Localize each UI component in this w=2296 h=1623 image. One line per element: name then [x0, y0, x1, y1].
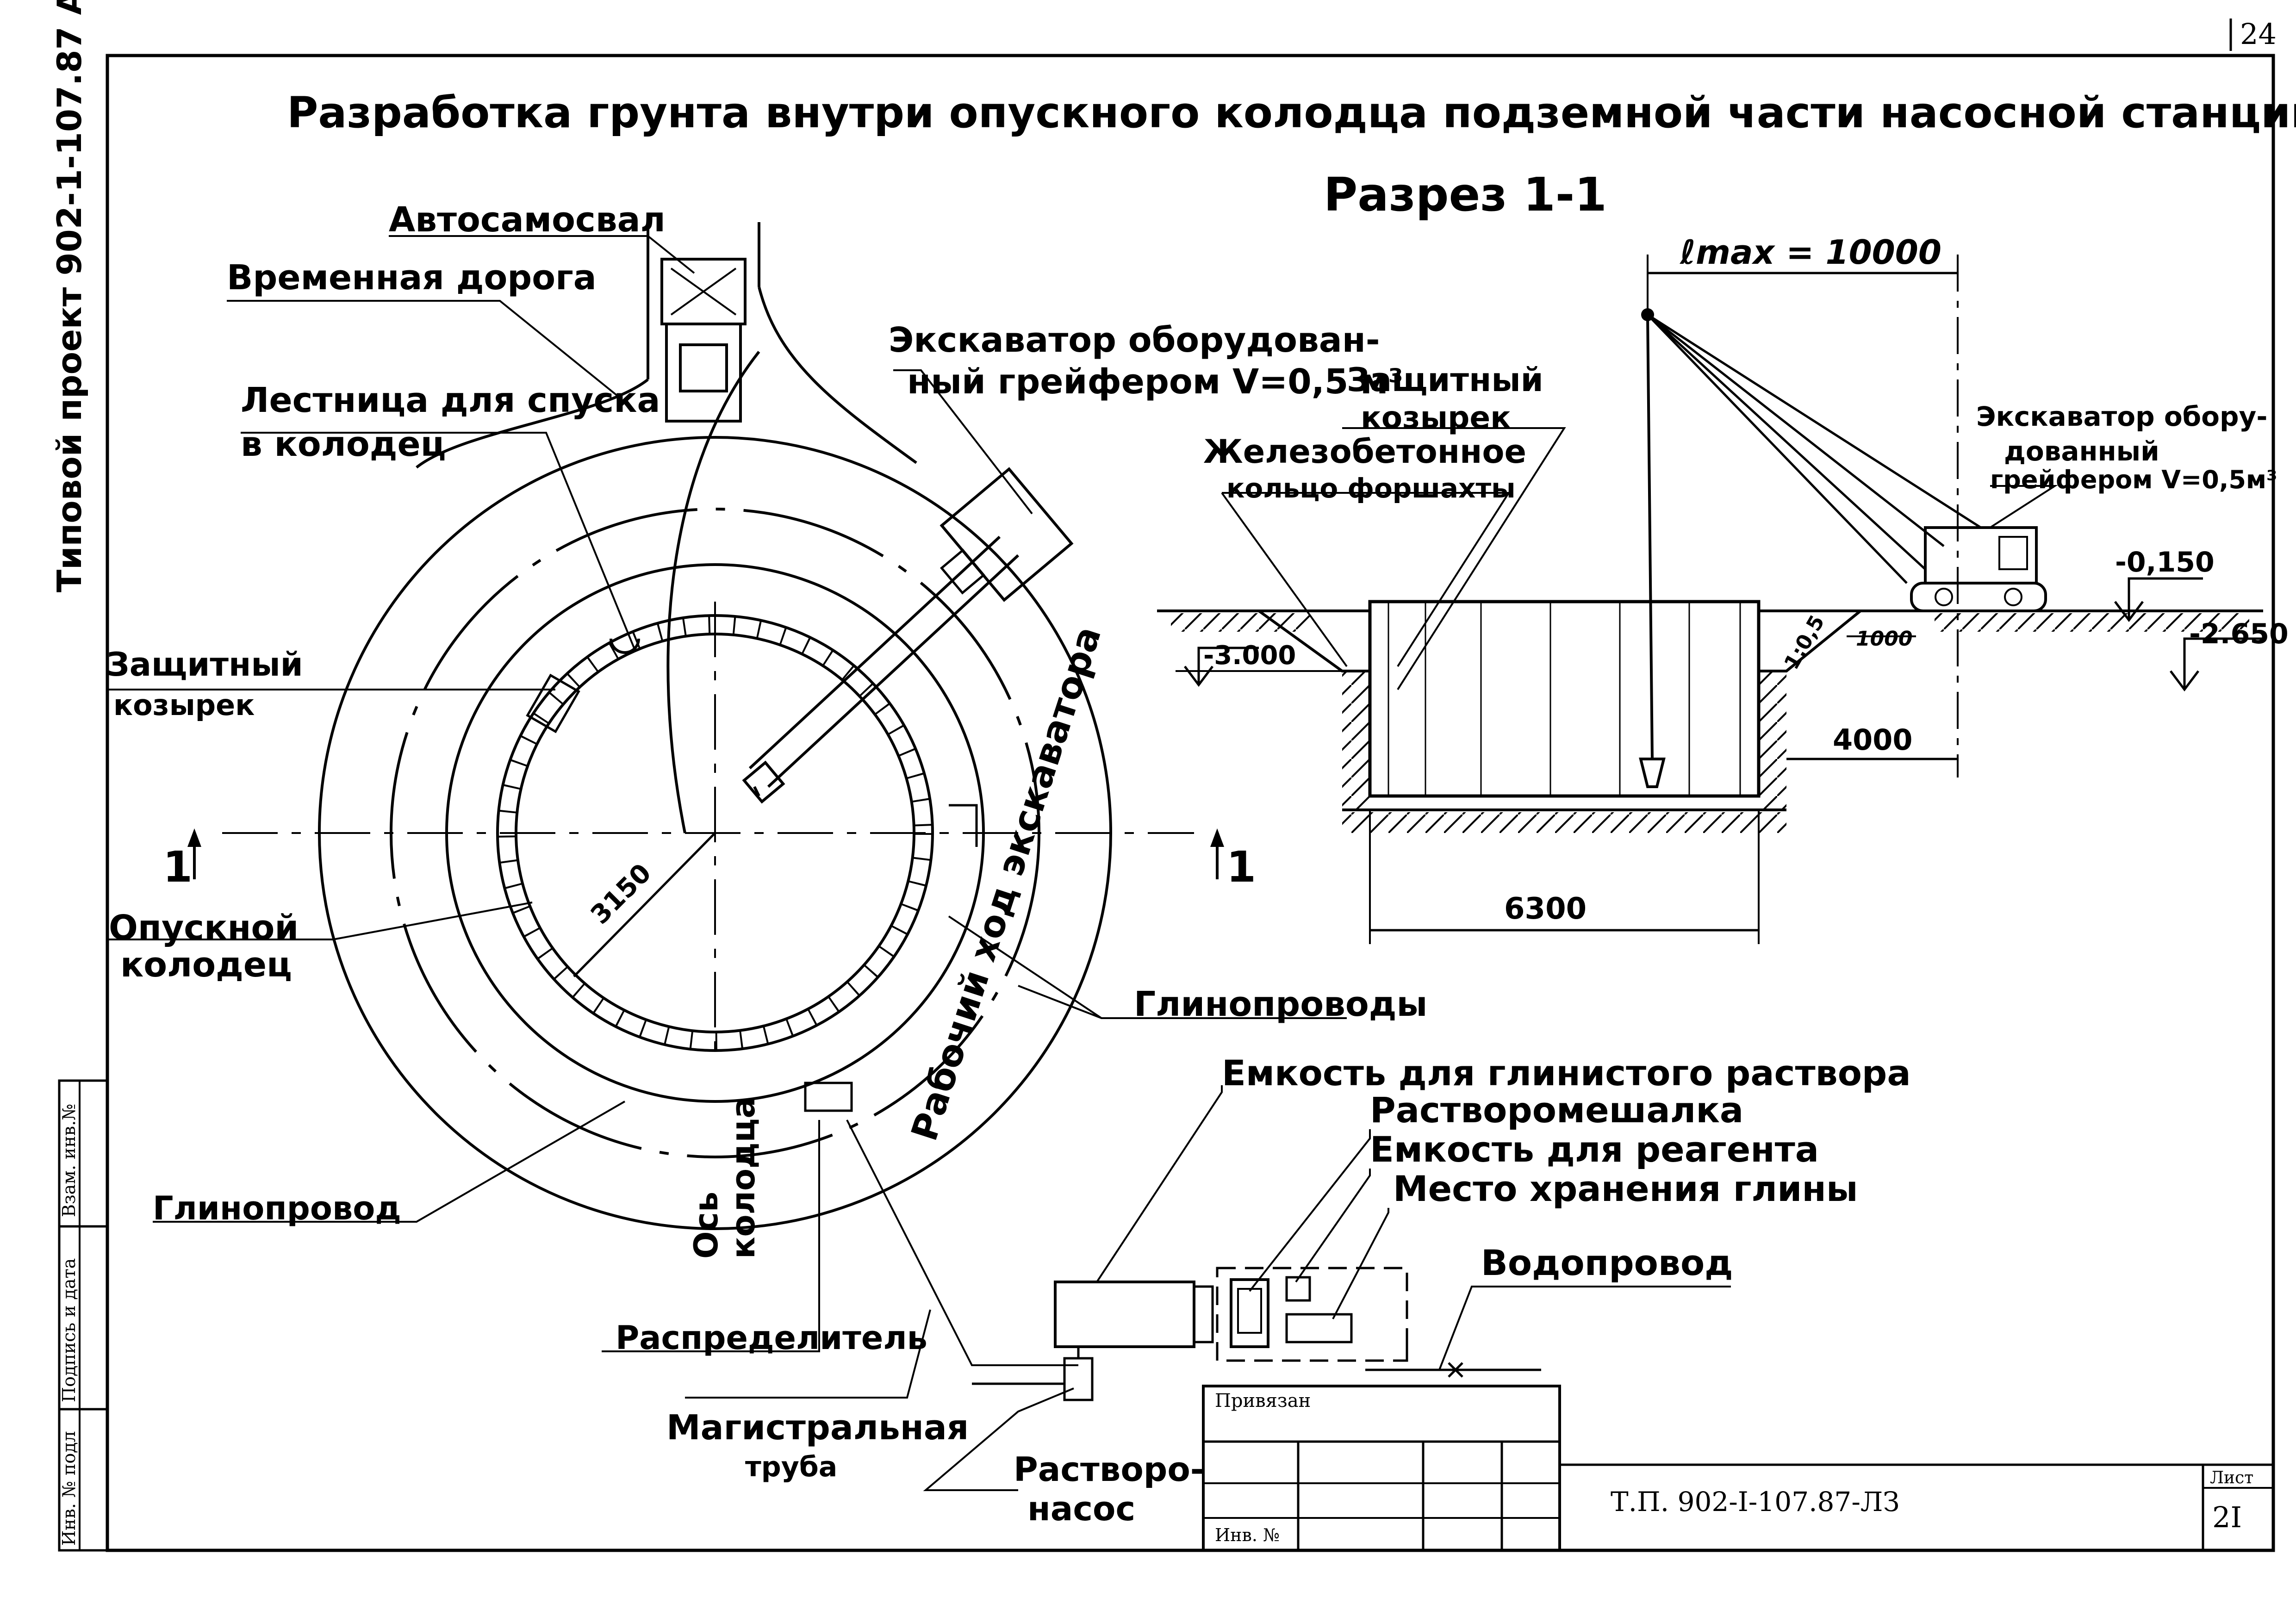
label-working-path: Рабочий ход экскаватора — [903, 622, 1109, 1146]
section-label-shield-1: Защитный — [1347, 361, 1543, 399]
label-dump-truck: Автосамосвал — [389, 200, 666, 240]
section-label-ring-1: Железобетонное — [1203, 433, 1526, 471]
clay-storage — [1285, 1313, 1353, 1343]
sheet-border — [106, 54, 2275, 1552]
label-shield-2: козырек — [113, 688, 255, 722]
label-clay-pipe: Глинопровод — [153, 1189, 401, 1227]
section-label-excavator-3: грейфером V=0,5м³ — [1990, 465, 2277, 494]
label-clay-pipes: Глинопроводы — [1134, 984, 1427, 1024]
section-label-shield-2: козырек — [1361, 400, 1511, 435]
strip-cell-inv-orig: Инв. № подл — [59, 1431, 79, 1546]
section-label-ring-2: кольцо форшахты — [1226, 473, 1516, 504]
title-block: Привязан Инв. № Т.П. 902-I-107.87-ЛЗ Лис… — [1202, 1385, 2273, 1552]
title-sheet-label: Лист — [2210, 1468, 2253, 1487]
label-excavator-2: ный грейфером V=0,5 м³ — [907, 362, 1403, 402]
section-mark-right: 1 — [1226, 842, 1256, 892]
equipment-area — [1216, 1267, 1408, 1362]
plan-leaders — [106, 235, 1347, 1399]
label-main-pipe-2: труба — [745, 1451, 837, 1483]
mixer — [1230, 1278, 1269, 1348]
label-well-axis-2: колодца — [724, 1096, 762, 1259]
mortar-equipment — [972, 1267, 1731, 1401]
label-excavator-1: Экскаватор оборудован- — [889, 320, 1380, 360]
section-excavator — [1910, 526, 2047, 612]
section-label-excavator-2: дованный — [2004, 435, 2159, 467]
drawing-title: Разработка грунта внутри опускного колод… — [287, 88, 2296, 137]
title-code: Т.П. 902-I-107.87-ЛЗ — [1611, 1486, 1899, 1517]
equipment-leaders — [923, 1085, 1389, 1491]
label-caisson-1: Опускной — [109, 908, 299, 948]
label-mortar-pump-2: насос — [1027, 1489, 1135, 1528]
title-sheet-number: 2I — [2212, 1500, 2242, 1534]
title-bound: Привязан — [1215, 1390, 1311, 1412]
strip-cell-sign-date: Подпись и дата — [59, 1258, 79, 1402]
title-inv: Инв. № — [1215, 1525, 1280, 1545]
radius-dimension-line — [573, 832, 716, 977]
label-clay-storage: Место хранения глины — [1393, 1168, 1858, 1209]
dim-1000: 1000 — [1856, 627, 1912, 651]
elev-minus-0150: -0,150 — [2115, 546, 2215, 578]
plan-excavator — [742, 467, 1074, 804]
section-view: ℓmax = 10000 6300 4000 1000 1:0,5 -0,150… — [1157, 233, 2289, 944]
label-caisson-2: колодец — [120, 945, 292, 985]
label-distributor: Распределитель — [616, 1319, 927, 1357]
section-label-excavator-1: Экскаватор обору- — [1976, 401, 2267, 432]
label-mixer: Растворомешалка — [1370, 1089, 1743, 1131]
left-strip: Взам. инв.№ Подпись и дата Инв. № подл — [58, 1079, 109, 1552]
dim-4000: 4000 — [1833, 723, 1913, 757]
label-well-axis-1: Ось — [687, 1192, 725, 1259]
label-shield-1: Защитный — [106, 646, 303, 684]
strip-cell-replace-inv: Взам. инв.№ — [59, 1104, 79, 1217]
label-clay-tank: Емкость для глинистого раствора — [1222, 1052, 1911, 1094]
dim-6300: 6300 — [1504, 892, 1587, 926]
label-water-pipe: Водопровод — [1481, 1242, 1733, 1283]
label-temp-road: Временная дорога — [227, 258, 597, 298]
section-mark-left: 1 — [163, 842, 193, 892]
label-main-pipe-1: Магистральная — [666, 1408, 969, 1448]
side-stamp: Типовой проект 902-1-107.87 Альбом 1 — [50, 0, 89, 592]
section-leaders — [1221, 427, 2058, 690]
dump-truck — [660, 258, 747, 423]
section-title: Разрез 1-1 — [1324, 168, 1607, 222]
clay-tank — [1054, 1281, 1195, 1348]
label-reagent-tank: Емкость для реагента — [1370, 1129, 1819, 1170]
page-number: 24 — [2240, 17, 2277, 51]
label-ladder-2: в колодец — [241, 424, 446, 464]
radius-label: 3150 — [585, 858, 657, 930]
label-ladder-1: Лестница для спуска — [241, 380, 660, 420]
elev-minus-2650: -2.650 — [2189, 618, 2289, 650]
elev-minus-3000: -3.000 — [1203, 640, 1296, 671]
label-mortar-pump-1: Растворо- — [1014, 1450, 1204, 1489]
caisson-section — [1368, 600, 1761, 798]
reagent-tank — [1285, 1276, 1311, 1302]
dim-lmax: ℓmax = 10000 — [1680, 233, 1941, 272]
